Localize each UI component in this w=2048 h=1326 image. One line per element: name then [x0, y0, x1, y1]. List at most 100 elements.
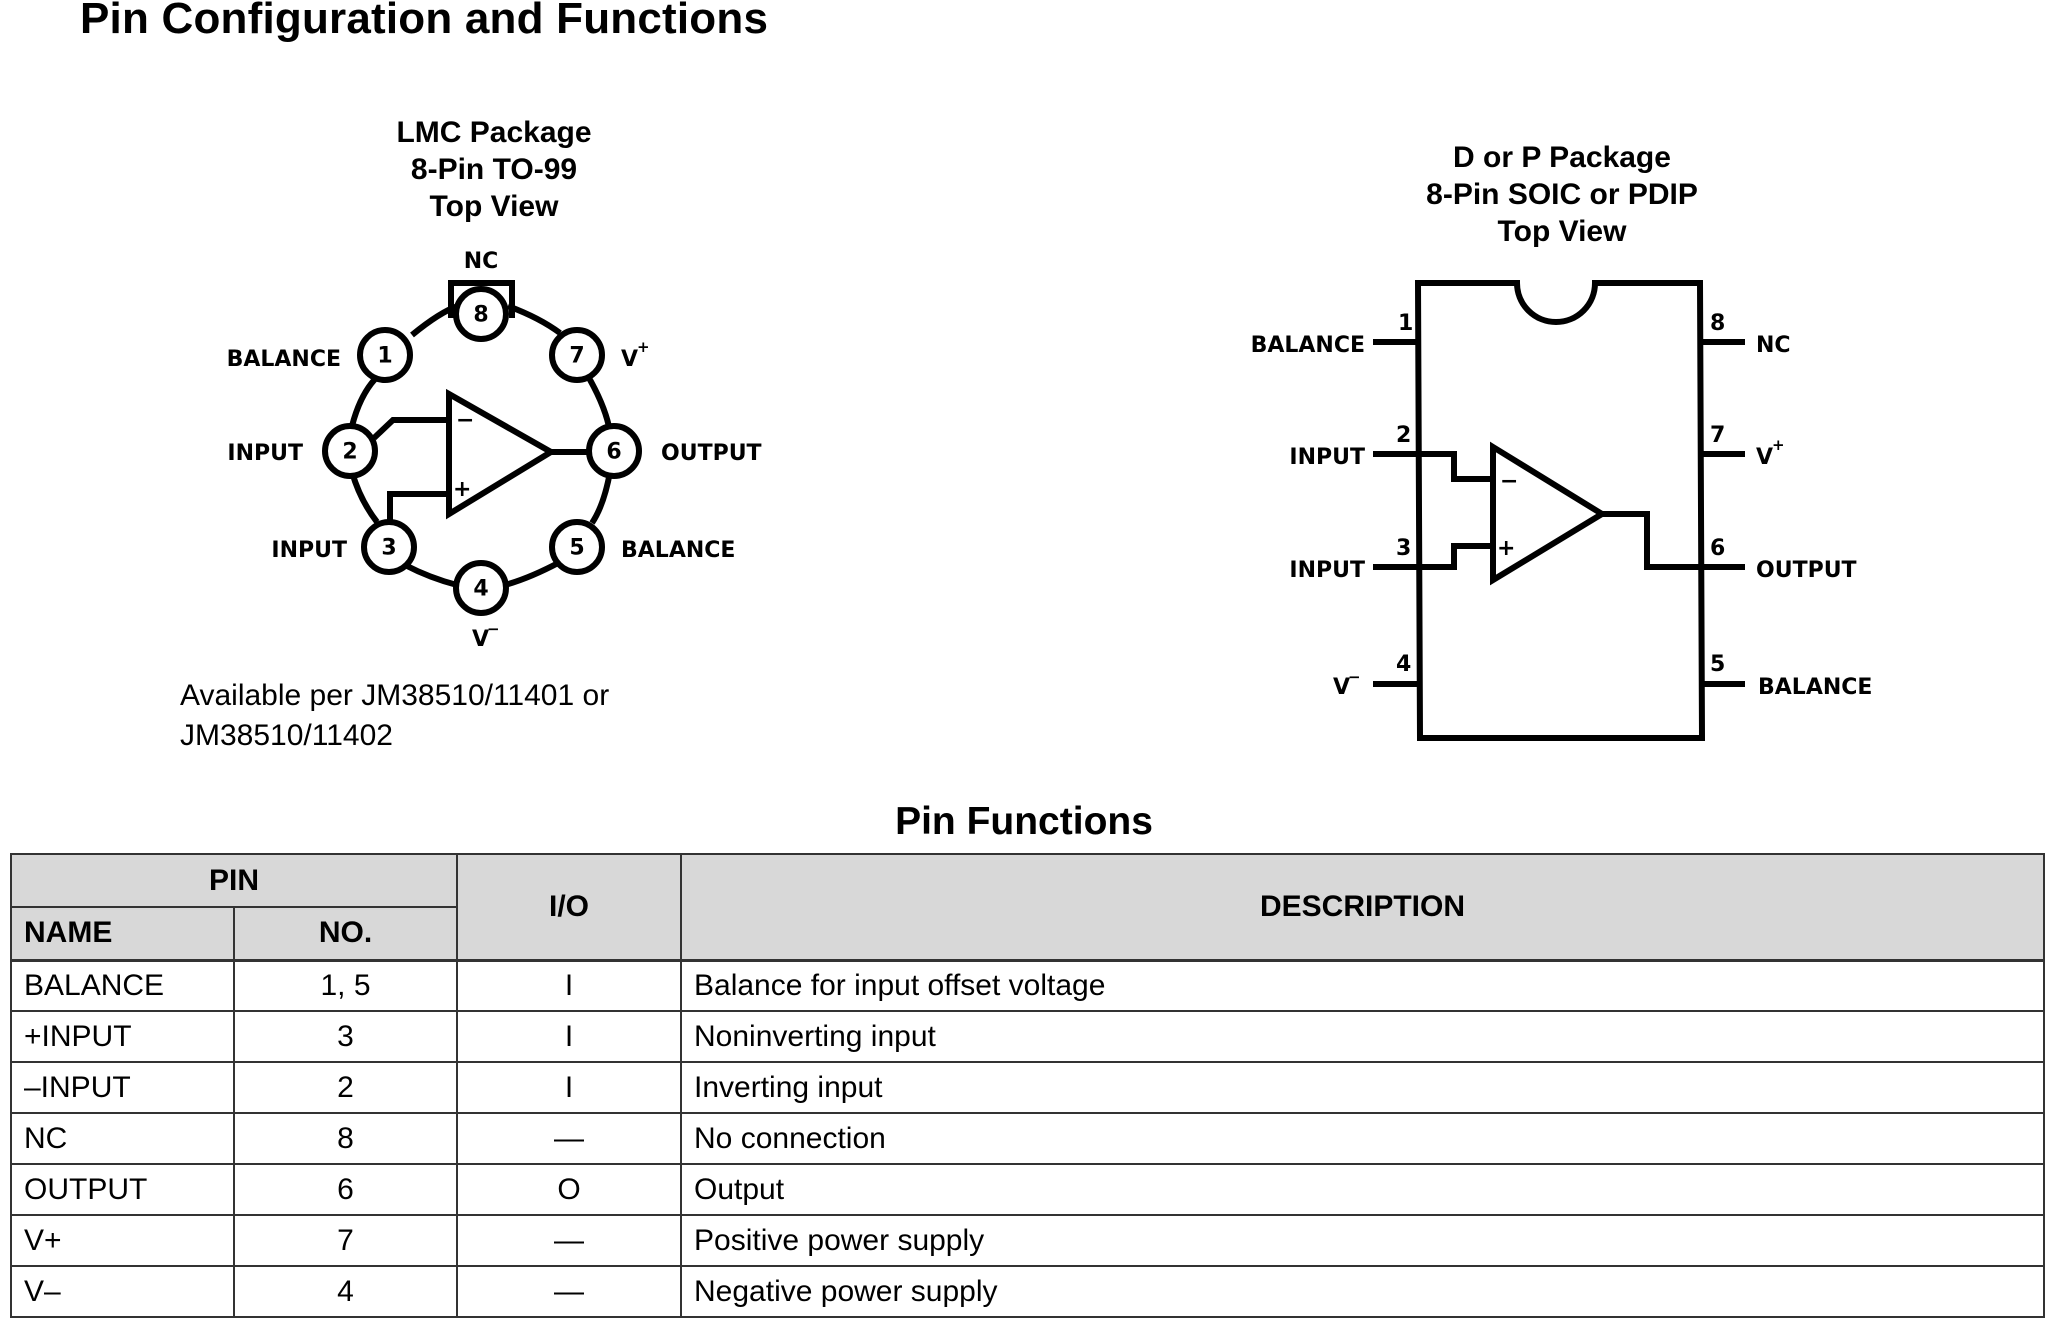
- pin-functions-title: Pin Functions: [0, 800, 2048, 844]
- pin-io-cell: I: [456, 959, 683, 1012]
- lmc-pin-8-label: NC: [464, 249, 499, 274]
- lmc-pin-3-label: INPUT: [271, 538, 347, 563]
- dip-wire-noninverting: [1418, 543, 1493, 570]
- page-title: Pin Configuration and Functions: [80, 0, 769, 43]
- header-no: NO.: [232, 906, 459, 961]
- table-row: +INPUT 3 I Noninverting input: [10, 1010, 2045, 1063]
- pin-number-cell: 2: [232, 1061, 459, 1114]
- lmc-pin-4-label: V −: [472, 620, 500, 652]
- pin-io-cell: —: [456, 1214, 683, 1267]
- pin-io-cell: —: [456, 1265, 683, 1318]
- lmc-noninverting-sign: +: [453, 477, 471, 502]
- header-name: NAME: [10, 906, 235, 961]
- pin-functions-title-text: Pin Functions: [895, 800, 1153, 843]
- dip-package-body: [1414, 280, 1706, 741]
- table-row: OUTPUT 6 O Output: [10, 1163, 2045, 1216]
- lmc-pin-2-number: 2: [342, 440, 357, 465]
- pin-io-cell: I: [456, 1010, 683, 1063]
- lmc-pin-7-label: V +: [621, 338, 650, 372]
- lmc-pin-7-label-text: V: [621, 347, 638, 372]
- lmc-pin-5-label: BALANCE: [621, 538, 735, 563]
- pin-io-cell: O: [456, 1163, 683, 1216]
- dip-wire-output: [1602, 511, 1701, 570]
- dip-pin-1-number: 1: [1398, 311, 1413, 336]
- pin-name-cell: V+: [10, 1214, 235, 1267]
- pin-io-cell: —: [456, 1112, 683, 1165]
- lmc-pin-6-label: OUTPUT: [661, 441, 762, 466]
- pin-description-cell: Inverting input: [680, 1061, 2045, 1114]
- lmc-pin-5-circle: [549, 519, 605, 575]
- availability-note: Available per JM38510/11401 or JM38510/1…: [180, 676, 609, 756]
- dip-pin-8-number: 8: [1710, 311, 1725, 336]
- dip-title-line-3: Top View: [1497, 215, 1627, 248]
- lmc-pin-1-circle: [357, 327, 413, 383]
- lmc-pin-1-label: BALANCE: [227, 347, 341, 372]
- table-row: V– 4 — Negative power supply: [10, 1265, 2045, 1318]
- dip-pin-6-label: OUTPUT: [1756, 558, 1857, 583]
- dip-pin-7-label: V +: [1756, 436, 1785, 470]
- lmc-pin-3-number: 3: [381, 536, 396, 561]
- dip-noninverting-sign: +: [1497, 536, 1515, 561]
- dip-pin-7-label-sup: +: [1772, 436, 1785, 454]
- lmc-title-line-1: LMC Package: [396, 116, 592, 149]
- lmc-pin-2-circle: [322, 423, 378, 479]
- pin-name-cell: BALANCE: [10, 959, 235, 1012]
- lmc-pin-8-circle: [453, 286, 509, 342]
- dip-package-title: D or P Package 8-Pin SOIC or PDIP Top Vi…: [1362, 139, 1762, 250]
- pin-description-cell: Noninverting input: [680, 1010, 2045, 1063]
- lmc-pin-4-label-sup: −: [487, 620, 500, 638]
- lmc-pin-1-number: 1: [377, 344, 392, 369]
- pin-functions-table: PIN I/O DESCRIPTION NAME NO. BALANCE 1, …: [9, 853, 2045, 1318]
- pin-name-cell: V–: [10, 1265, 235, 1318]
- dip-inverting-sign: −: [1500, 469, 1518, 494]
- dip-pin-2-number: 2: [1396, 423, 1411, 448]
- lmc-pin-7-label-sup: +: [637, 338, 650, 356]
- lmc-ring-4-3: [403, 562, 458, 588]
- lmc-package-title: LMC Package 8-Pin TO-99 Top View: [294, 114, 694, 225]
- header-description: DESCRIPTION: [680, 853, 2045, 961]
- lmc-wire-pin2: [371, 417, 449, 441]
- pin-number-cell: 6: [232, 1163, 459, 1216]
- pin-description-cell: Output: [680, 1163, 2045, 1216]
- lmc-ring-5-4: [504, 559, 562, 588]
- dip-pin-5-label: BALANCE: [1758, 675, 1872, 700]
- table-row: –INPUT 2 I Inverting input: [10, 1061, 2045, 1114]
- lmc-title-line-2: 8-Pin TO-99: [410, 153, 578, 186]
- dip-pin-7-number: 7: [1710, 423, 1725, 448]
- dip-pin-1-label: BALANCE: [1251, 333, 1365, 358]
- pin-description-cell: Negative power supply: [680, 1265, 2045, 1318]
- lmc-pin-6-circle: [586, 423, 642, 479]
- pin-description-cell: No connection: [680, 1112, 2045, 1165]
- pin-number-cell: 4: [232, 1265, 459, 1318]
- lmc-pin-7-circle: [549, 327, 605, 383]
- lmc-title-line-3: Top View: [429, 190, 559, 223]
- lmc-pin-2-label: INPUT: [227, 441, 303, 466]
- dip-pin-5-number: 5: [1710, 652, 1725, 677]
- pin-number-cell: 7: [232, 1214, 459, 1267]
- pin-number-cell: 1, 5: [232, 959, 459, 1012]
- lmc-wire-pin3: [387, 491, 449, 530]
- dip-pin-7-label-text: V: [1756, 445, 1773, 470]
- pin-name-cell: +INPUT: [10, 1010, 235, 1063]
- dip-pin-3-number: 3: [1396, 536, 1411, 561]
- lmc-pin-7-number: 7: [569, 344, 584, 369]
- header-io: I/O: [456, 853, 683, 961]
- lmc-inverting-sign: −: [456, 408, 474, 433]
- pin-functions-table-body: BALANCE 1, 5 I Balance for input offset …: [10, 959, 2045, 1318]
- header-pin-group: PIN: [9, 853, 459, 908]
- lmc-pin-4-number: 4: [473, 577, 488, 602]
- dip-pin-4-label: V −: [1333, 668, 1361, 700]
- lmc-pin-3-circle: [361, 519, 417, 575]
- dip-pin-2-label: INPUT: [1289, 445, 1365, 470]
- dip-opamp-triangle: [1490, 441, 1608, 586]
- table-row: NC 8 — No connection: [10, 1112, 2045, 1165]
- pin-name-cell: NC: [10, 1112, 235, 1165]
- dip-title-line-1: D or P Package: [1453, 141, 1671, 174]
- dip-pin-4-label-text: V: [1333, 675, 1350, 700]
- dip-wire-inverting: [1418, 451, 1493, 482]
- dip-title-line-2: 8-Pin SOIC or PDIP: [1426, 178, 1698, 211]
- pin-number-cell: 8: [232, 1112, 459, 1165]
- dip-pin-4-number: 4: [1396, 652, 1411, 677]
